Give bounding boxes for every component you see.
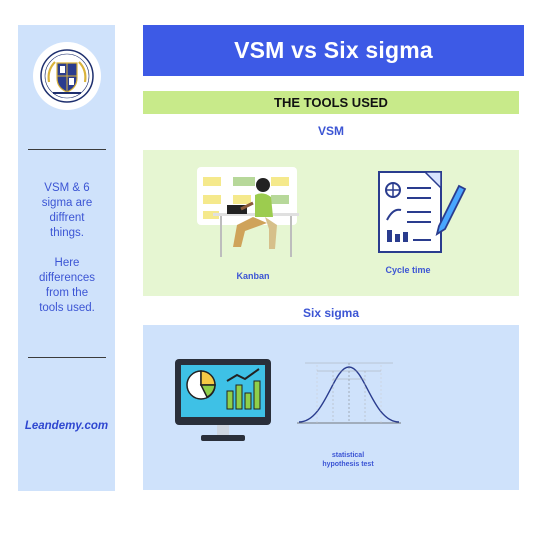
kanban-icon — [197, 167, 299, 257]
vsm-heading: VSM — [317, 124, 344, 138]
section-title: THE TOOLS USED — [274, 95, 388, 110]
six-sigma-tools-panel: statistical hypothesis test — [143, 325, 519, 490]
divider-top — [28, 149, 106, 150]
description-line: sigma are — [41, 197, 93, 209]
section-banner: THE TOOLS USED — [143, 91, 519, 114]
cycle-time-document-icon — [378, 171, 467, 253]
shield-crest-icon — [40, 49, 94, 103]
description-line: diffrent — [49, 212, 85, 224]
sidebar: VSM & 6 sigma are diffrent things. Here … — [18, 25, 115, 491]
normal-distribution-icon — [297, 362, 401, 424]
logo — [33, 42, 101, 110]
tool-label-hypothesis-line2: hypothesis test — [322, 461, 374, 468]
description-line: from the — [45, 287, 89, 299]
description-line: tools used. — [39, 302, 95, 314]
tool-label-cycle-time: Cycle time — [385, 265, 431, 275]
tool-label-kanban: Kanban — [236, 271, 270, 281]
divider-bottom — [28, 357, 106, 358]
page-title: VSM vs Six sigma — [234, 37, 433, 63]
brand-link[interactable]: Leandemy.com — [24, 420, 109, 432]
description-line: VSM & 6 — [44, 182, 90, 194]
description-line: Here — [54, 257, 80, 269]
sidebar-description: VSM & 6 sigma are diffrent things. Here … — [24, 181, 110, 316]
description-line: things. — [50, 227, 84, 239]
tool-label-hypothesis-line1: statistical — [331, 452, 365, 459]
description-line: differences — [38, 272, 96, 284]
title-banner: VSM vs Six sigma — [143, 25, 524, 76]
analytics-monitor-icon — [175, 359, 271, 441]
six-sigma-heading: Six sigma — [302, 306, 360, 320]
vsm-tools-panel: Kanban Cycle time — [143, 150, 519, 296]
